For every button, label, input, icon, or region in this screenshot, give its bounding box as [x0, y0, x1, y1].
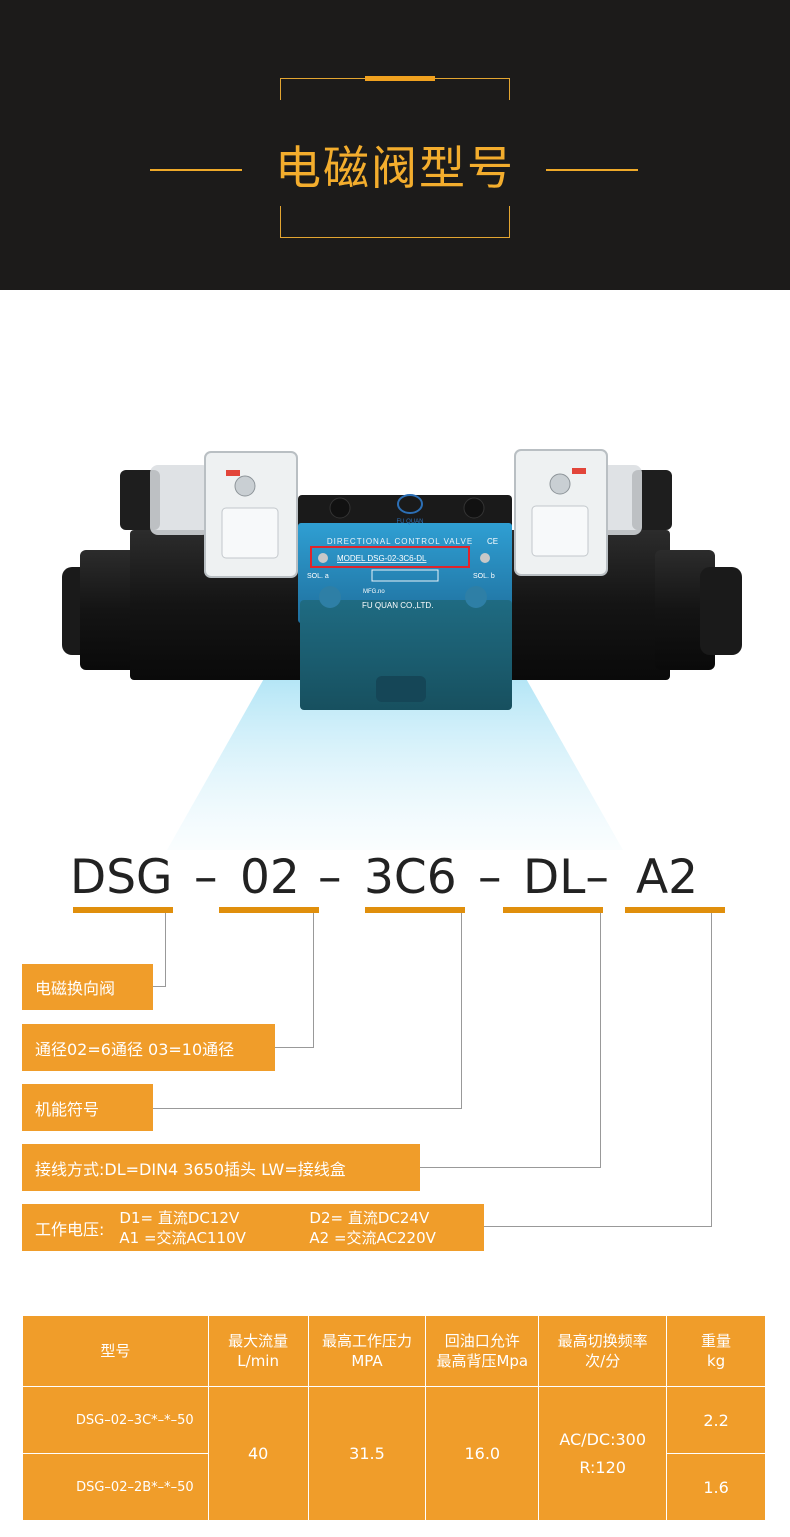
header-back-pressure: 回油口允许最高背压Mpa [425, 1315, 540, 1387]
code-separator: – [318, 850, 342, 905]
legend-working-voltage: 工作电压: D1= 直流DC12V D2= 直流DC24V A1 =交流AC11… [22, 1204, 484, 1251]
logo-text: FU QUAN [397, 519, 424, 525]
underline-series [73, 907, 173, 913]
underline-voltage [625, 907, 725, 913]
voltage-label: 工作电压: [35, 1219, 105, 1239]
cell-weight: 2.2 [666, 1386, 766, 1454]
cell-weight: 1.6 [666, 1453, 766, 1521]
voltage-d1: D1= 直流DC12V [119, 1208, 240, 1227]
header-model: 型号 [22, 1315, 209, 1387]
underline-size [219, 907, 319, 913]
connector-line [711, 913, 712, 1227]
code-part-spool: 3C6 [364, 850, 457, 905]
ce-mark: CE [487, 537, 498, 546]
underline-wiring [503, 907, 603, 913]
connector-line [461, 913, 462, 1109]
legend-wiring-method: 接线方式:DL=DIN4 3650插头 LW=接线盒 [22, 1144, 420, 1191]
header-frame-top [280, 78, 510, 100]
sol-a-label: SOL. a [307, 573, 329, 580]
nameplate-title: DIRECTIONAL CONTROL VALVE [327, 537, 473, 546]
cell-model: DSG–02–3C*–*–50 [22, 1386, 209, 1454]
connector-line [165, 913, 166, 987]
sol-b-label: SOL. b [473, 573, 495, 580]
code-part-series: DSG [70, 850, 173, 905]
solenoid-valve-image: FU QUAN DIRECTIONAL CONTROL VALVE CE MOD… [62, 449, 742, 850]
header-frame-bottom [280, 206, 510, 238]
legend-valve-type: 电磁换向阀 [22, 964, 153, 1010]
voltage-options: D1= 直流DC12V D2= 直流DC24V A1 =交流AC110V A2 … [119, 1208, 479, 1248]
connector-line [484, 1226, 712, 1227]
legend-bore-size: 通径02=6通径 03=10通径 [22, 1024, 275, 1071]
cell-model: DSG–02–2B*–*–50 [22, 1453, 209, 1521]
model-highlight-box [310, 546, 470, 568]
code-separator: – [478, 850, 502, 905]
cell-back-pressure: 16.0 [425, 1386, 540, 1521]
connector-line [420, 1167, 601, 1168]
connector-line [275, 1047, 314, 1048]
cell-pressure: 31.5 [307, 1386, 427, 1521]
code-part-size: 02 [240, 850, 300, 905]
product-illustration: FU QUAN DIRECTIONAL CONTROL VALVE CE MOD… [0, 290, 790, 850]
header-line-right [546, 169, 638, 171]
connector-line [313, 913, 314, 1048]
voltage-a2: A2 =交流AC220V [309, 1228, 436, 1247]
table-row: DSG–02–2B*–*–50 1.6 [22, 1453, 766, 1521]
header-frequency: 最高切换频率次/分 [538, 1315, 668, 1387]
voltage-a1: A1 =交流AC110V [119, 1228, 246, 1247]
code-part-wiring: DL– [523, 850, 609, 905]
underline-spool [365, 907, 465, 913]
connector-line [600, 913, 601, 1168]
connector-line [153, 1108, 462, 1109]
nameplate-model: MODEL DSG-02-3C6-DL [337, 554, 427, 563]
page-title: 电磁阀型号 [275, 141, 515, 195]
mfg-label: MFG.no [363, 589, 385, 595]
header-line-left [150, 169, 242, 171]
code-separator: – [194, 850, 218, 905]
code-part-voltage: A2 [636, 850, 699, 905]
header-accent-bar [365, 76, 435, 81]
header-banner: 电磁阀型号 [0, 0, 790, 290]
company-name: FU QUAN CO.,LTD. [362, 601, 433, 610]
connector-line [153, 986, 166, 987]
legend-function-symbol: 机能符号 [22, 1084, 153, 1131]
cell-flow: 40 [207, 1386, 309, 1521]
voltage-d2: D2= 直流DC24V [309, 1208, 430, 1227]
